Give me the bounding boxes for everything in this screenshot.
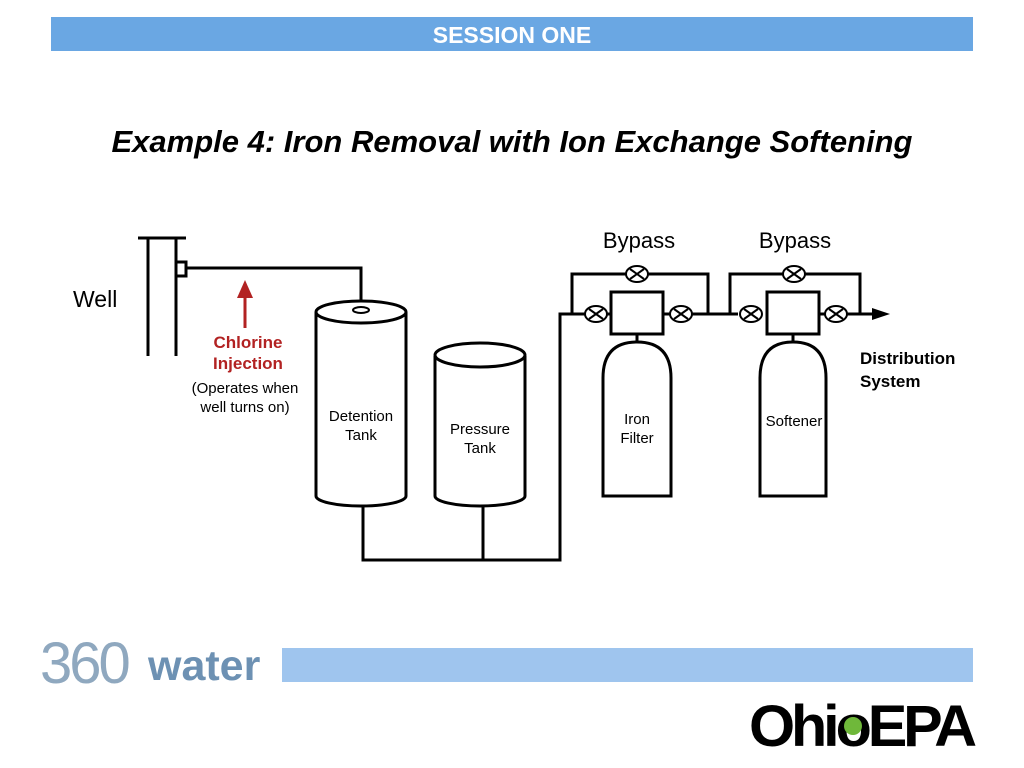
operates-note-line2: well turns on) <box>199 399 289 416</box>
iron-filter-tank <box>601 340 673 498</box>
chlorine-label-line2: Injection <box>213 354 283 373</box>
valve-iron-outlet <box>669 305 693 323</box>
softener-tank <box>758 340 828 498</box>
distribution-label-line1: Distribution <box>860 349 955 368</box>
well-fitting <box>174 260 188 278</box>
valve-bypass-1 <box>625 265 649 283</box>
footer-bar <box>282 648 973 682</box>
session-label: SESSION ONE <box>432 22 592 48</box>
session-header-bar: SESSION ONE <box>51 17 973 51</box>
valve-bypass-2 <box>782 265 806 283</box>
pressure-tank-label-line1: Pressure <box>450 421 510 438</box>
detention-tank-label-line1: Detention <box>329 408 393 425</box>
slide-title: Example 4: Iron Removal with Ion Exchang… <box>111 124 913 159</box>
pressure-tank-label-line2: Tank <box>464 440 496 457</box>
brand-number: 360 <box>40 631 131 696</box>
ohio-epa-logo-text: OhioEPA <box>749 694 976 754</box>
distribution-label-line2: System <box>860 372 920 391</box>
softener-head <box>765 290 821 336</box>
detention-tank <box>314 312 408 508</box>
valve-softener-inlet <box>739 305 763 323</box>
chlorine-label-line1: Chlorine <box>214 333 283 352</box>
iron-filter-label-line2: Filter <box>620 430 653 447</box>
detention-tank-label-line2: Tank <box>345 427 377 444</box>
brand-word: water <box>148 642 261 690</box>
valve-iron-inlet <box>584 305 608 323</box>
bypass-label-1: Bypass <box>603 228 675 253</box>
pressure-tank-top <box>433 341 527 369</box>
well-label: Well <box>73 286 117 312</box>
chlorine-arrow-icon <box>237 280 253 298</box>
leaf-icon <box>844 717 862 735</box>
valve-softener-outlet <box>824 305 848 323</box>
iron-filter-label-line1: Iron <box>624 411 650 428</box>
operates-note-line1: (Operates when <box>192 380 299 397</box>
detention-tank-inlet <box>352 306 370 314</box>
bypass-label-2: Bypass <box>759 228 831 253</box>
well-pipe <box>186 266 363 310</box>
iron-filter-head <box>609 290 665 336</box>
ohio-epa-logo: OhioEPA <box>749 694 977 754</box>
softener-label: Softener <box>766 413 823 430</box>
distribution-arrow-icon <box>872 308 890 320</box>
pressure-tank <box>433 356 527 508</box>
